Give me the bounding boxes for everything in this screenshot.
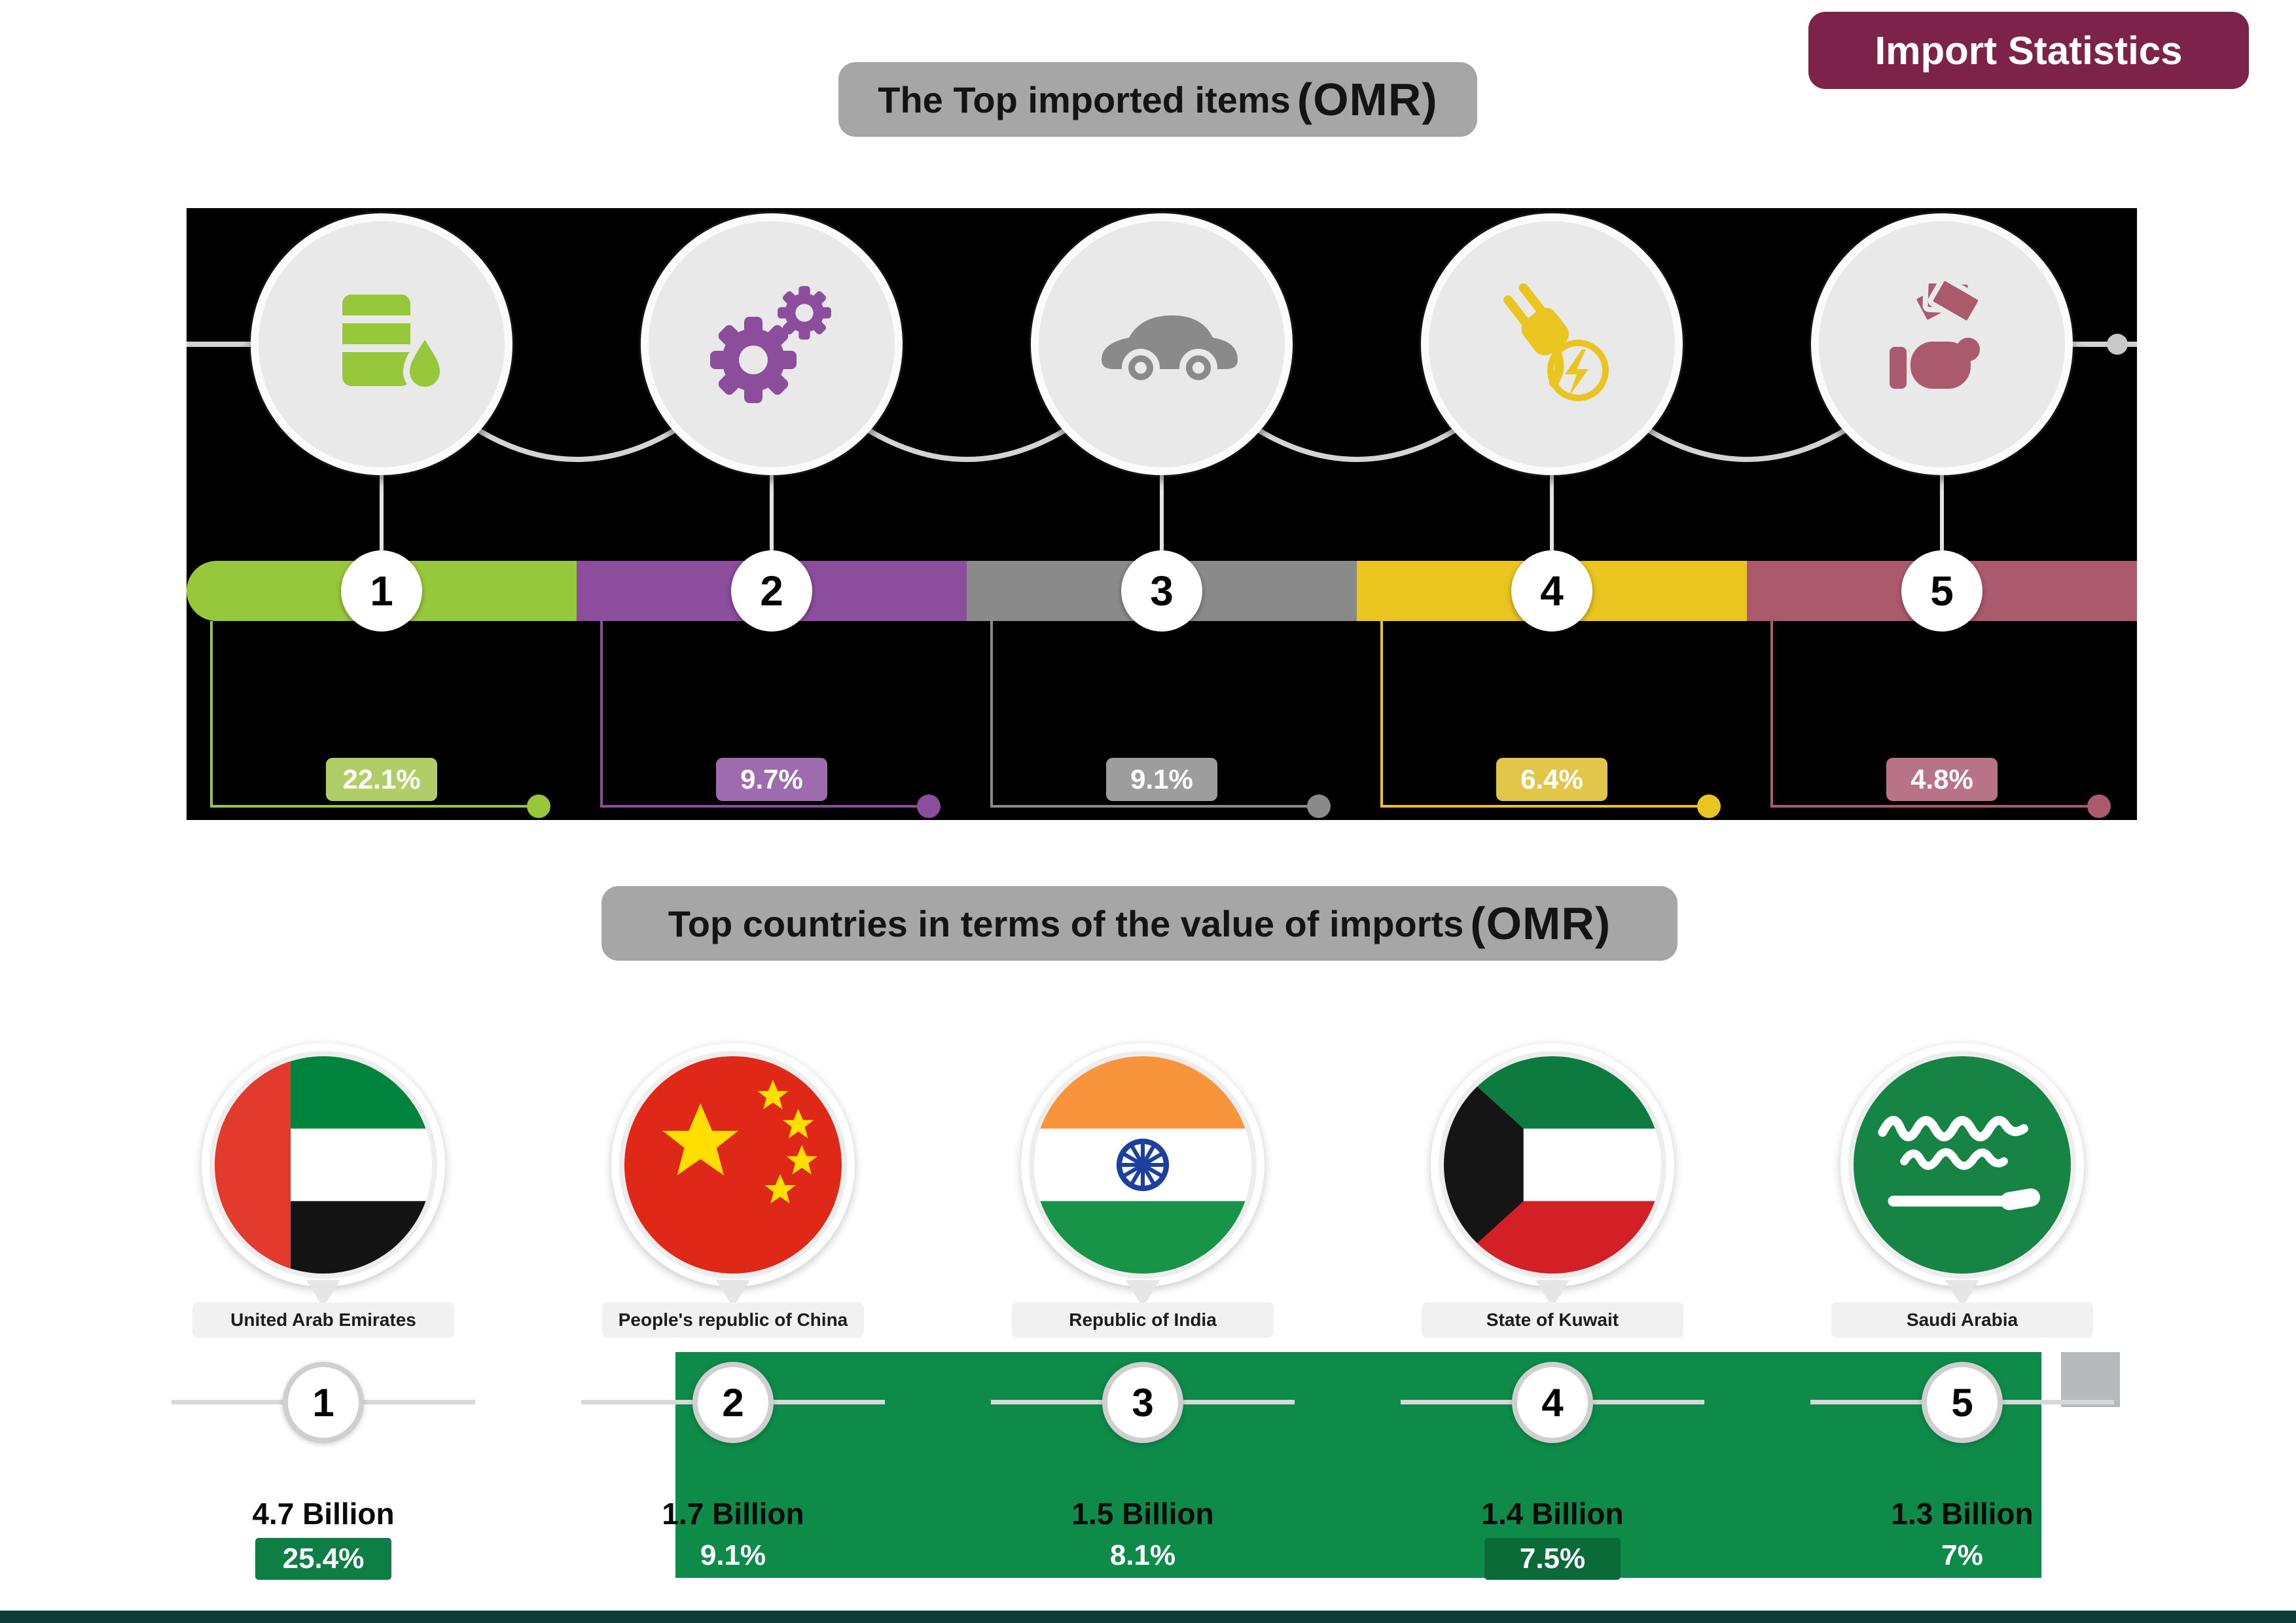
item-percent-5: 4.8% <box>1886 758 1998 801</box>
callout-line-4 <box>1380 621 1383 806</box>
country-percent-2: 9.1% <box>700 1539 766 1571</box>
country-rank-4: 4 <box>1512 1362 1593 1443</box>
top-countries-title-unit: (OMR) <box>1470 898 1611 949</box>
imported-items-title-text: The Top imported items <box>878 79 1291 120</box>
callout-dot-4 <box>1697 794 1721 818</box>
country-pin-4 <box>1431 1043 1674 1287</box>
country-value-5: 1.3 Billion <box>1891 1497 2034 1531</box>
callout-line-2h <box>600 805 929 808</box>
imported-item-2-disc <box>641 213 903 475</box>
country-percent-4: 7.5% <box>1484 1538 1621 1580</box>
top-countries-title: Top countries in terms of the value of i… <box>601 886 1677 961</box>
item-connector-3 <box>1160 475 1164 561</box>
rank-segment-1: 1 <box>187 550 577 632</box>
rank-segment-5: 5 <box>1747 550 2137 632</box>
rank-ribbon: 1 2 3 4 5 <box>187 550 2137 632</box>
country-name-4: State of Kuwait <box>1422 1302 1683 1338</box>
country-rank-1: 1 <box>283 1362 364 1443</box>
country-value-4: 1.4 Billion <box>1481 1497 1624 1531</box>
item-connector-2 <box>770 475 774 561</box>
callout-line-5h <box>1770 805 2099 808</box>
callout-line-1h <box>210 805 539 808</box>
imported-item-5-disc <box>1811 213 2073 475</box>
callout-dot-3 <box>1307 794 1331 818</box>
country-value-1: 4.7 Billion <box>252 1497 395 1531</box>
rank-segment-3: 3 <box>967 550 1357 632</box>
country-pin-3 <box>1021 1043 1265 1287</box>
rank-segment-4: 4 <box>1357 550 1747 632</box>
country-rank-3: 3 <box>1102 1362 1183 1443</box>
callout-line-3 <box>990 621 993 806</box>
country-pin-2 <box>611 1043 855 1287</box>
rank-segment-2: 2 <box>577 550 967 632</box>
country-name-1: United Arab Emirates <box>192 1302 454 1338</box>
uae-flag <box>215 1056 432 1274</box>
country-percent-1: 25.4% <box>255 1538 391 1580</box>
callout-line-3h <box>990 805 1319 808</box>
imported-item-3-disc <box>1031 213 1293 475</box>
callout-dot-1 <box>527 794 550 818</box>
callout-line-5 <box>1770 621 1773 806</box>
country-value-3: 1.5 Billion <box>1071 1497 1214 1531</box>
countries-green-banner <box>675 1352 2041 1578</box>
rank-number-5: 5 <box>1901 550 1982 632</box>
country-name-3: Republic of India <box>1012 1302 1274 1338</box>
electric-plug-icon <box>1503 283 1609 401</box>
country-percent-3: 8.1% <box>1109 1539 1176 1571</box>
kuwait-flag <box>1444 1056 1661 1274</box>
rank-number-2: 2 <box>731 550 812 632</box>
callout-dot-2 <box>917 794 941 818</box>
item-percent-2: 9.7% <box>716 758 827 801</box>
imported-item-4-disc <box>1421 213 1683 475</box>
callout-line-2 <box>600 621 603 806</box>
country-rank-2: 2 <box>692 1362 774 1443</box>
saudi-arabia-flag <box>1854 1056 2071 1274</box>
imported-items-title: The Top imported items (OMR) <box>838 62 1477 137</box>
top-countries-title-text: Top countries in terms of the value of i… <box>668 902 1464 944</box>
country-rank-5: 5 <box>1922 1362 2003 1443</box>
item-percent-1: 22.1% <box>326 758 437 801</box>
imported-items-title-unit: (OMR) <box>1297 74 1438 125</box>
item-connector-1 <box>380 475 384 561</box>
item-percent-3: 9.1% <box>1106 758 1217 801</box>
item-percent-4: 6.4% <box>1496 758 1607 801</box>
china-flag <box>624 1056 842 1274</box>
country-name-5: Saudi Arabia <box>1831 1302 2093 1338</box>
oil-barrel-icon <box>337 294 447 393</box>
india-flag <box>1034 1056 1251 1274</box>
bottom-strip <box>0 1611 2296 1623</box>
imported-items-banner: 1 2 3 4 5 22.1% 9.7% 9.1% <box>187 208 2137 820</box>
country-percent-5: 7% <box>1941 1539 1983 1571</box>
rank-number-3: 3 <box>1121 550 1202 632</box>
callout-dot-5 <box>2087 794 2111 818</box>
rank-number-1: 1 <box>341 550 422 632</box>
item-connector-4 <box>1550 475 1554 561</box>
gears-icon <box>710 286 831 403</box>
country-pin-1 <box>202 1043 445 1287</box>
country-name-2: People's republic of China <box>602 1302 864 1338</box>
imported-item-1-disc <box>251 213 512 475</box>
country-pin-5 <box>1840 1043 2084 1287</box>
money-hand-icon <box>1890 276 1984 389</box>
country-value-2: 1.7 Billion <box>662 1497 804 1531</box>
callout-line-4h <box>1380 805 1709 808</box>
callout-line-1 <box>210 621 213 806</box>
car-icon <box>1102 315 1238 387</box>
import-statistics-badge-label: Import Statistics <box>1874 28 2183 73</box>
item-connector-5 <box>1940 475 1944 561</box>
import-statistics-badge: Import Statistics <box>1808 12 2249 89</box>
rank-number-4: 4 <box>1511 550 1592 632</box>
